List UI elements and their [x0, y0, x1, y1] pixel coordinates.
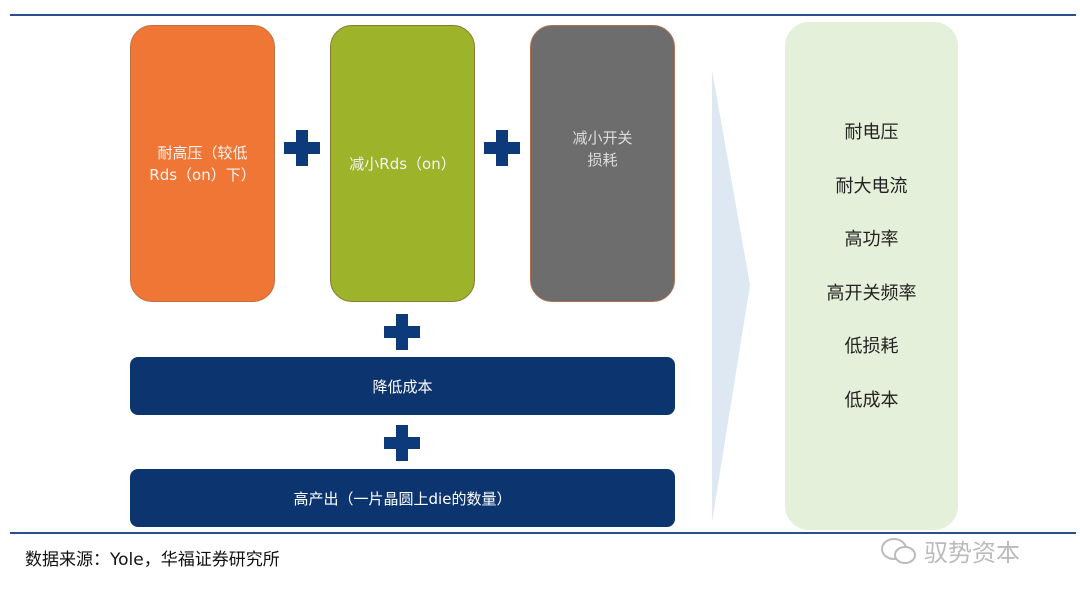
factor-reduce-rds: 减小Rds（on）	[330, 25, 475, 302]
bar-reduce-cost: 降低成本	[130, 357, 675, 415]
factor-label: Rds（on）下）	[149, 165, 256, 184]
result-item: 低成本	[844, 389, 899, 411]
results-panel: 耐电压 耐大电流 高功率 高开关频率 低损耗 低成本	[785, 22, 958, 530]
factor-label: 减小Rds（on）	[349, 154, 456, 173]
result-item: 高功率	[844, 229, 899, 250]
wechat-icon	[881, 537, 916, 564]
result-item: 耐大电流	[835, 175, 908, 197]
top-rule	[10, 14, 1076, 16]
result-item: 低损耗	[844, 336, 899, 357]
plus-icon	[484, 130, 520, 166]
result-item: 高开关频率	[826, 282, 917, 304]
chevron-arrow-icon	[712, 70, 750, 522]
result-item: 耐电压	[844, 122, 899, 143]
watermark: 驭势资本	[880, 533, 1020, 568]
bar-label: 高产出（一片晶圆上die的数量）	[293, 489, 512, 508]
factor-label: 损耗	[587, 150, 618, 169]
plus-icon	[384, 314, 420, 350]
bar-label: 降低成本	[372, 377, 433, 396]
plus-icon	[384, 425, 420, 461]
bottom-rule	[10, 532, 1076, 534]
factor-label: 减小开关	[572, 128, 633, 147]
source-note: 数据来源：Yole，华福证券研究所	[25, 550, 280, 570]
bar-high-yield: 高产出（一片晶圆上die的数量）	[130, 469, 675, 527]
watermark-text: 驭势资本	[924, 539, 1020, 567]
factor-high-voltage: 耐高压（较低 Rds（on）下）	[130, 25, 275, 302]
factor-switching-loss: 减小开关损耗	[530, 25, 675, 302]
plus-icon	[284, 130, 320, 166]
factor-label: 耐高压（较低	[157, 143, 248, 162]
